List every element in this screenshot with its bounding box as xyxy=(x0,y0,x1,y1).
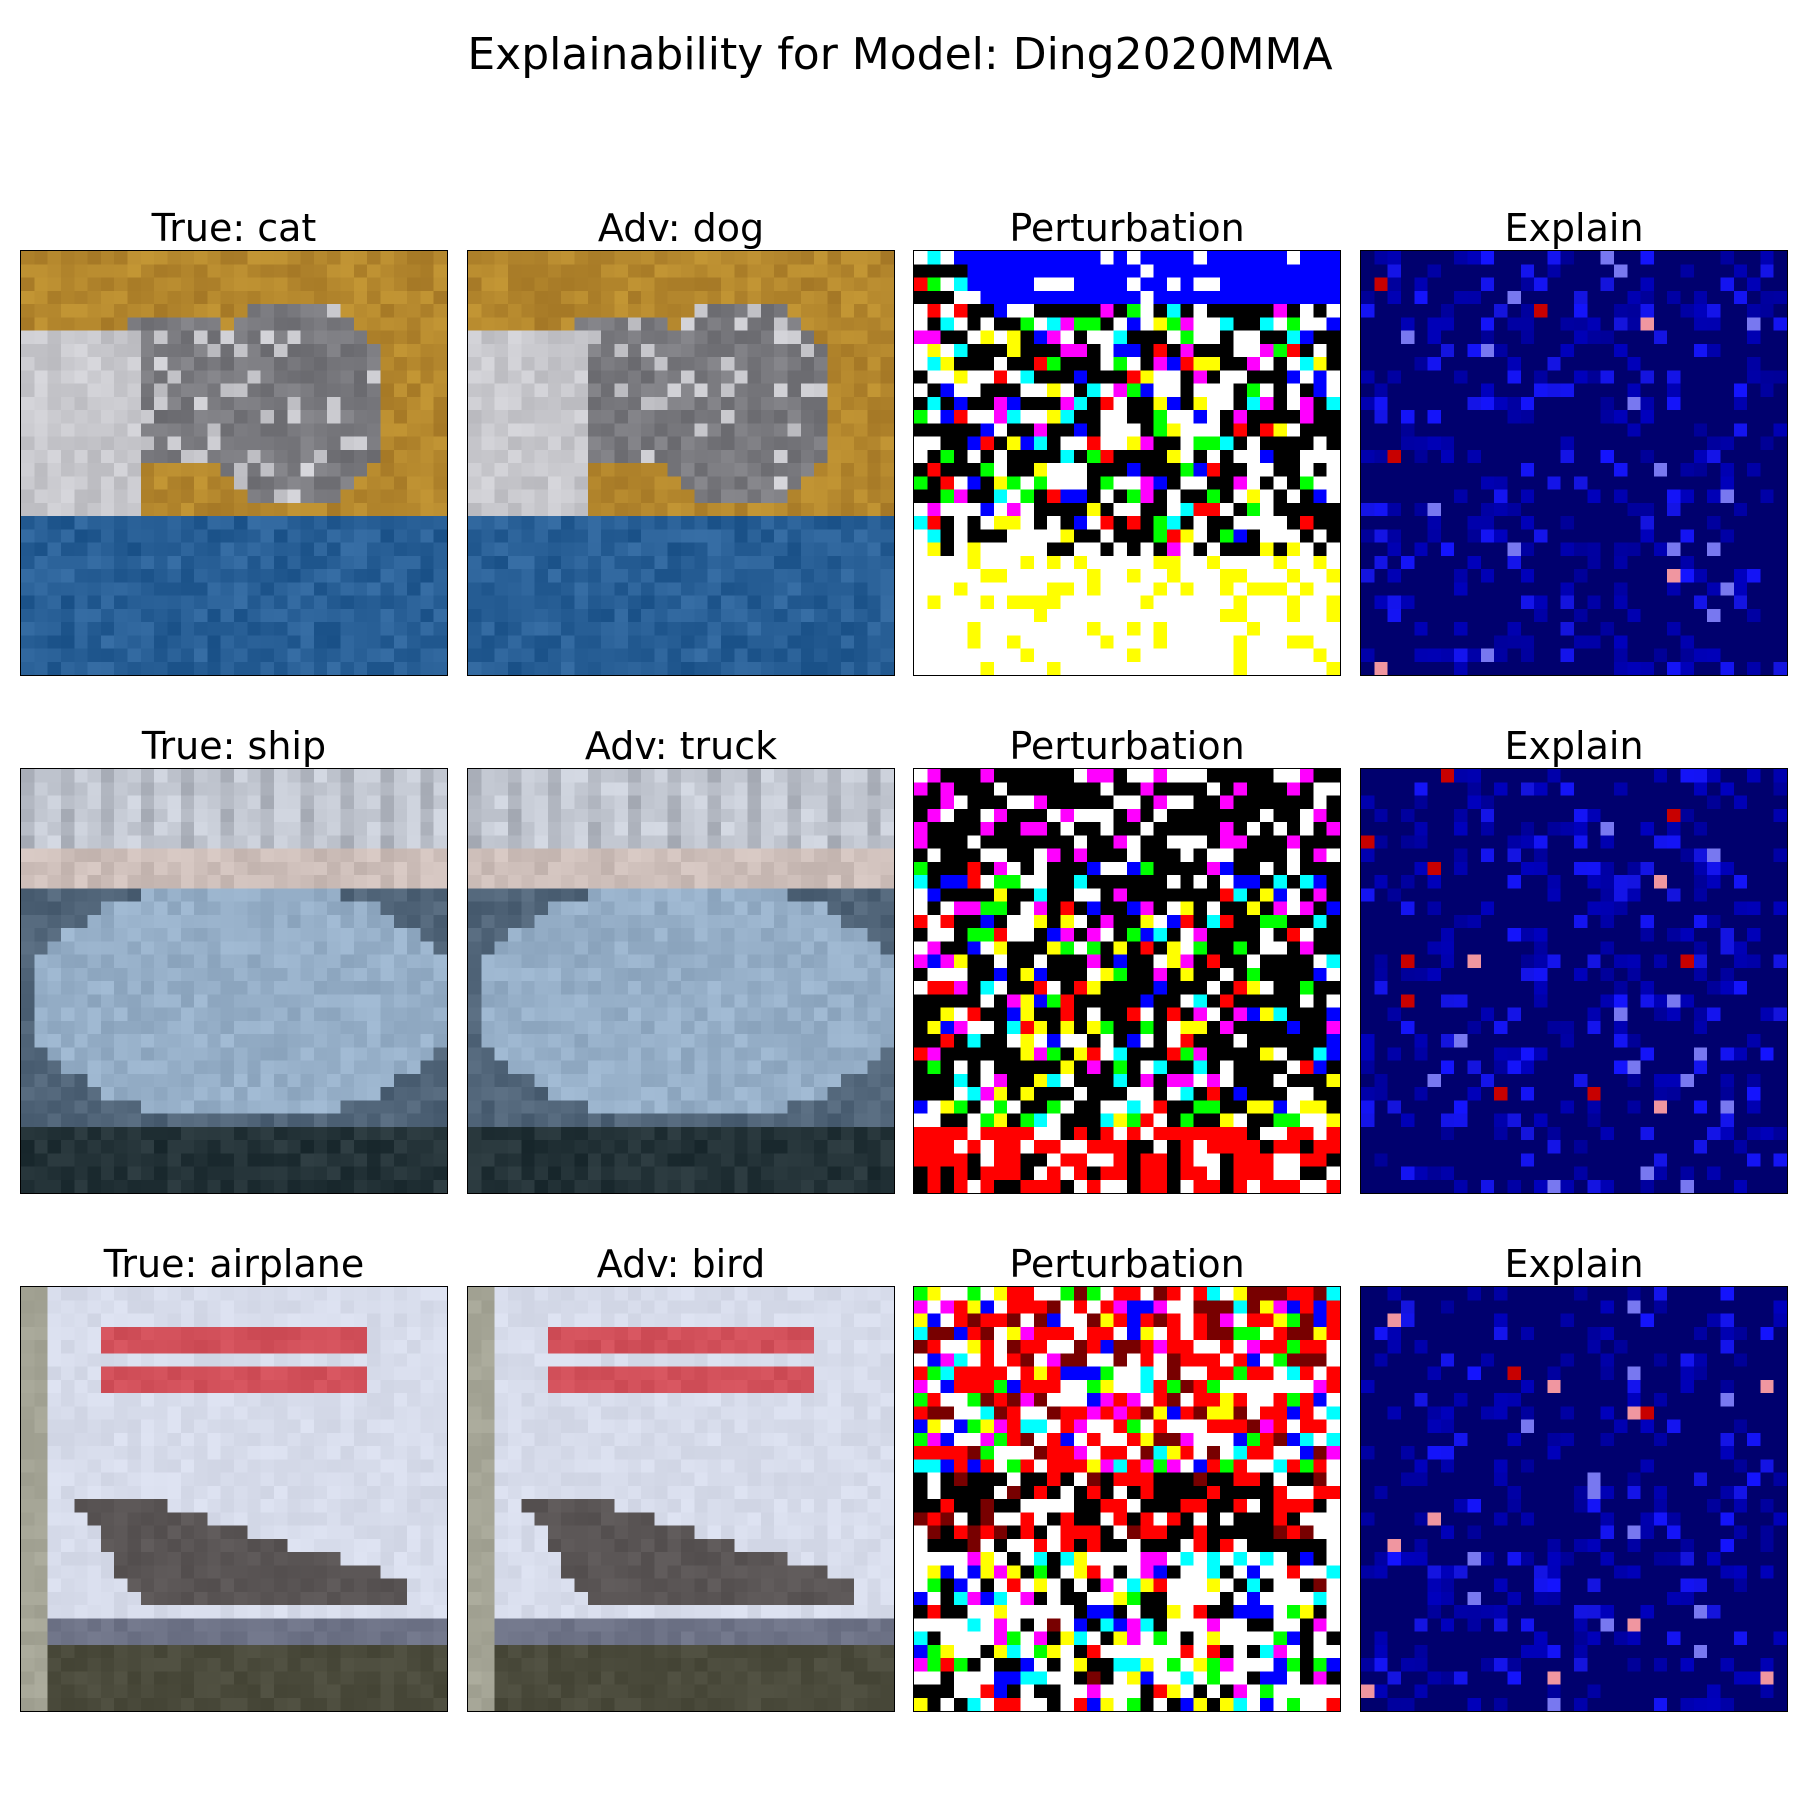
adv-label: Adv: bird xyxy=(596,1242,766,1286)
adv-label: Adv: dog xyxy=(597,206,765,250)
explain-label: Explain xyxy=(1504,724,1644,768)
perturbation-label: Perturbation xyxy=(1009,206,1245,250)
perturbation-label: Perturbation xyxy=(1009,724,1245,768)
true-label: True: airplane xyxy=(103,1242,365,1286)
original-image xyxy=(20,1286,448,1712)
perturbation-label: Perturbation xyxy=(1009,1242,1245,1286)
original-image xyxy=(20,768,448,1194)
original-image xyxy=(20,250,448,676)
adversarial-image xyxy=(467,250,895,676)
true-label: True: cat xyxy=(151,206,317,250)
explain-heatmap xyxy=(1360,1286,1788,1712)
explain-heatmap xyxy=(1360,250,1788,676)
explain-label: Explain xyxy=(1504,1242,1644,1286)
figure-title: Explainability for Model: Ding2020MMA xyxy=(467,29,1333,80)
adv-label: Adv: truck xyxy=(584,724,778,768)
perturbation-map xyxy=(913,250,1341,676)
adversarial-image xyxy=(467,768,895,1194)
perturbation-map xyxy=(913,768,1341,1194)
explain-label: Explain xyxy=(1504,206,1644,250)
true-label: True: ship xyxy=(141,724,327,768)
explain-heatmap xyxy=(1360,768,1788,1194)
adversarial-image xyxy=(467,1286,895,1712)
perturbation-map xyxy=(913,1286,1341,1712)
